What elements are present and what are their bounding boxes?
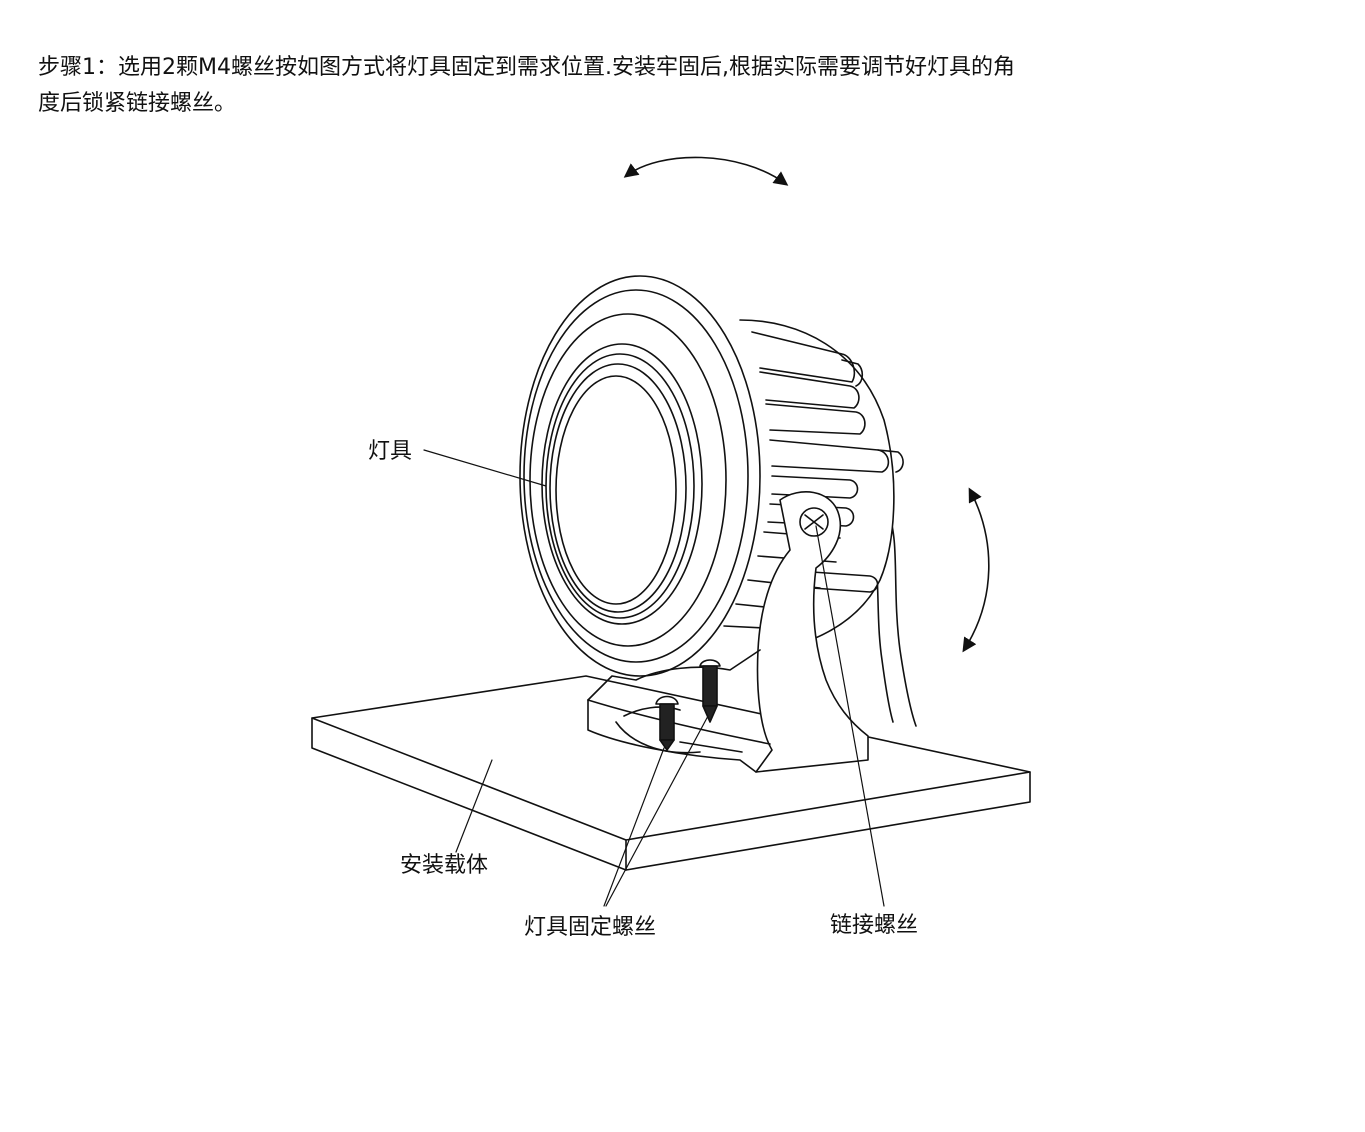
leader-lamp [423,449,547,487]
label-carrier: 安装载体 [400,853,488,878]
mounting-carrier-plate [311,675,1031,871]
instruction-text: 步骤1：选用2颗M4螺丝按如图方式将灯具固定到需求位置.安装牢固后,根据实际需要… [38,50,1278,122]
lamp-front-face [519,275,761,677]
link-screw-icon [799,507,829,537]
leader-fix-screw-a [603,747,665,907]
leader-carrier [455,759,493,853]
fixing-screws-icon [655,659,721,751]
label-lamp: 灯具 [368,439,412,464]
label-link-screw: 链接螺丝 [830,913,918,938]
leader-link-screw [815,525,885,907]
tilt-vertical-arrow-icon [962,487,990,653]
instruction-line-1: 步骤1：选用2颗M4螺丝按如图方式将灯具固定到需求位置.安装牢固后,根据实际需要… [38,55,1015,80]
leader-fix-screw-b [605,715,709,907]
rotate-horizontal-arrow-icon [623,156,789,186]
label-fix-screw: 灯具固定螺丝 [524,915,656,940]
instruction-line-2: 度后锁紧链接螺丝。 [38,91,237,116]
